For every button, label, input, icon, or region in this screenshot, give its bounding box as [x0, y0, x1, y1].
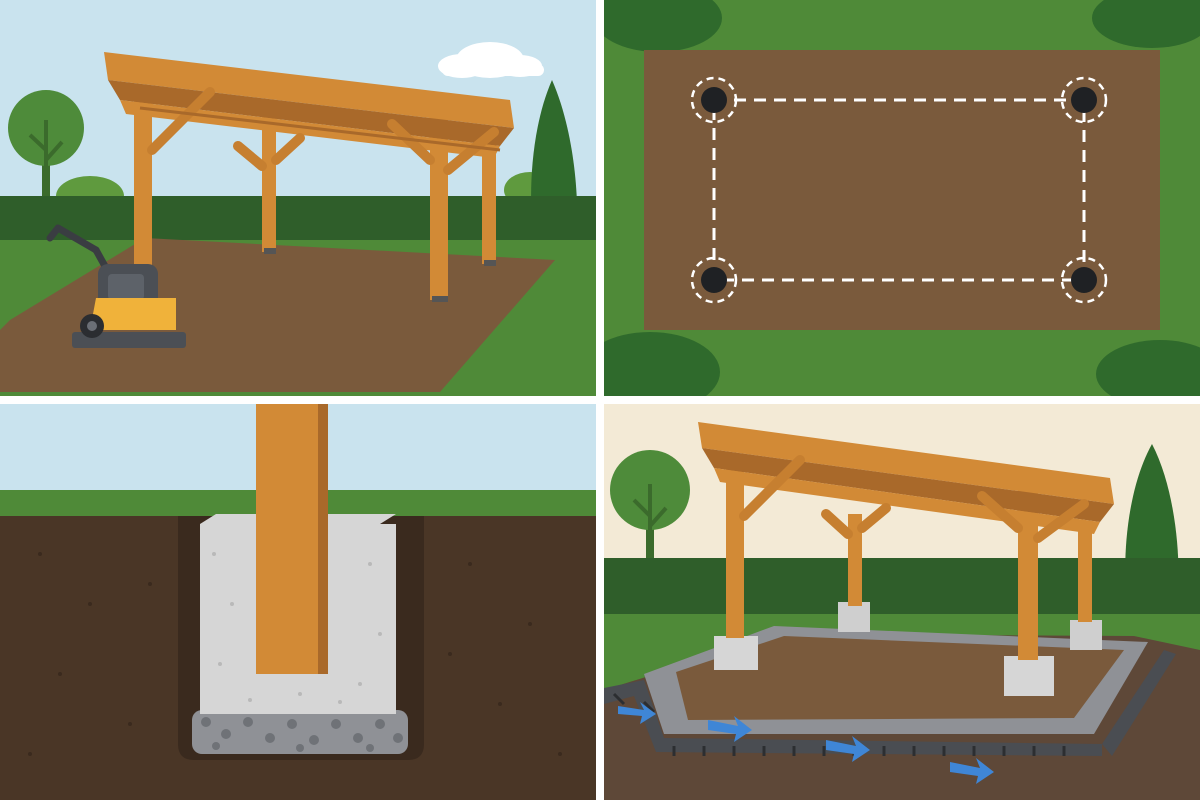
- timber-frame-icon: [104, 52, 514, 302]
- tree-icon: [610, 450, 690, 564]
- tree-icon: [8, 90, 84, 200]
- panel-drainage-finished: [604, 404, 1200, 800]
- site-compaction-svg: [0, 0, 596, 396]
- rear-left-pier: [838, 602, 870, 632]
- front-right-pier: [1004, 656, 1054, 696]
- gravel-base-icon: [192, 710, 408, 754]
- timber-frame-icon: [698, 422, 1114, 696]
- hedge: [604, 558, 1200, 618]
- cloud-icon: [438, 42, 544, 78]
- water-flow-arrow-icon: [950, 758, 994, 784]
- rear-right-post: [1078, 524, 1092, 622]
- panel-post-layout: [604, 0, 1200, 396]
- post-hole-icon: [1060, 256, 1108, 304]
- water-flow-arrow-icon: [826, 736, 870, 762]
- rear-left-post: [262, 110, 276, 252]
- post-hole-icon: [690, 256, 738, 304]
- water-flow-arrows: [618, 702, 994, 784]
- panel-footing-cross-section: [0, 404, 596, 800]
- plate-compactor-icon: [46, 224, 186, 348]
- water-flow-arrow-icon: [618, 702, 656, 724]
- shrub-icon: [604, 0, 1200, 396]
- front-left-post: [134, 96, 152, 276]
- post-hole-icon: [1060, 76, 1108, 124]
- rear-right-post: [482, 130, 496, 264]
- layout-string-line: [712, 98, 1086, 282]
- post-hole-icon: [690, 76, 738, 124]
- water-flow-arrow-icon: [708, 716, 752, 742]
- front-right-post: [430, 118, 448, 300]
- front-left-post: [726, 464, 744, 638]
- hedge: [0, 196, 596, 248]
- post-layout-svg: [604, 0, 1200, 396]
- post-hole-markers: [690, 76, 1108, 304]
- timber-post-icon: [256, 404, 328, 674]
- footing-section-svg: [0, 404, 596, 800]
- drainage-finished-svg: [604, 404, 1200, 800]
- front-left-pier: [714, 636, 758, 670]
- rear-right-pier: [1070, 620, 1102, 650]
- panel-site-compaction: [0, 0, 596, 396]
